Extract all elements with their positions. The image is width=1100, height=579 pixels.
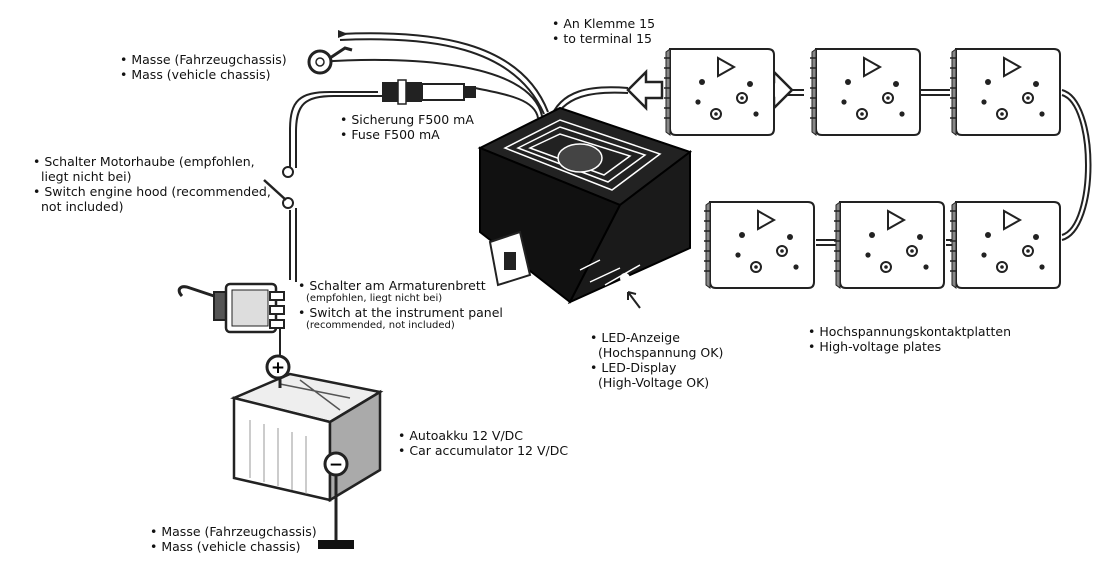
plus-terminal: + [265,354,291,380]
label-ground-bottom: Masse (Fahrzeugchassis) Mass (vehicle ch… [150,524,316,554]
label-terminal-15: An Klemme 15 to terminal 15 [552,16,655,46]
label-plates: Hochspannungskontaktplatten High-voltage… [808,324,1011,354]
plate-5 [833,201,945,289]
control-unit [477,106,693,305]
label-dash-switch: Schalter am Armaturenbrett (empfohlen, l… [298,278,503,332]
plate-1 [663,48,775,136]
arrow-left-icon [626,68,664,112]
label-ground-top: Masse (Fahrzeugchassis) Mass (vehicle ch… [120,52,286,82]
plus-symbol: + [271,358,285,378]
plate-4 [703,201,815,289]
ring-terminal [307,30,353,75]
toggle-switch [177,282,285,334]
fuse-holder [382,79,476,105]
plate-2 [809,48,921,136]
hood-switch [263,166,294,209]
label-battery: Autoakku 12 V/DC Car accumulator 12 V/DC [398,428,568,458]
led-pointer-arrow [627,291,641,309]
minus-symbol: − [329,455,343,475]
minus-terminal: − [323,451,349,477]
plate-6 [949,201,1061,289]
plate-3 [949,48,1061,136]
car-battery [230,372,384,549]
label-fuse: Sicherung F500 mA Fuse F500 mA [340,112,474,142]
label-hood-switch: Schalter Motorhaube (empfohlen, liegt ni… [33,154,271,214]
label-led-display: LED-Anzeige (Hochspannung OK) LED-Displa… [590,330,723,390]
